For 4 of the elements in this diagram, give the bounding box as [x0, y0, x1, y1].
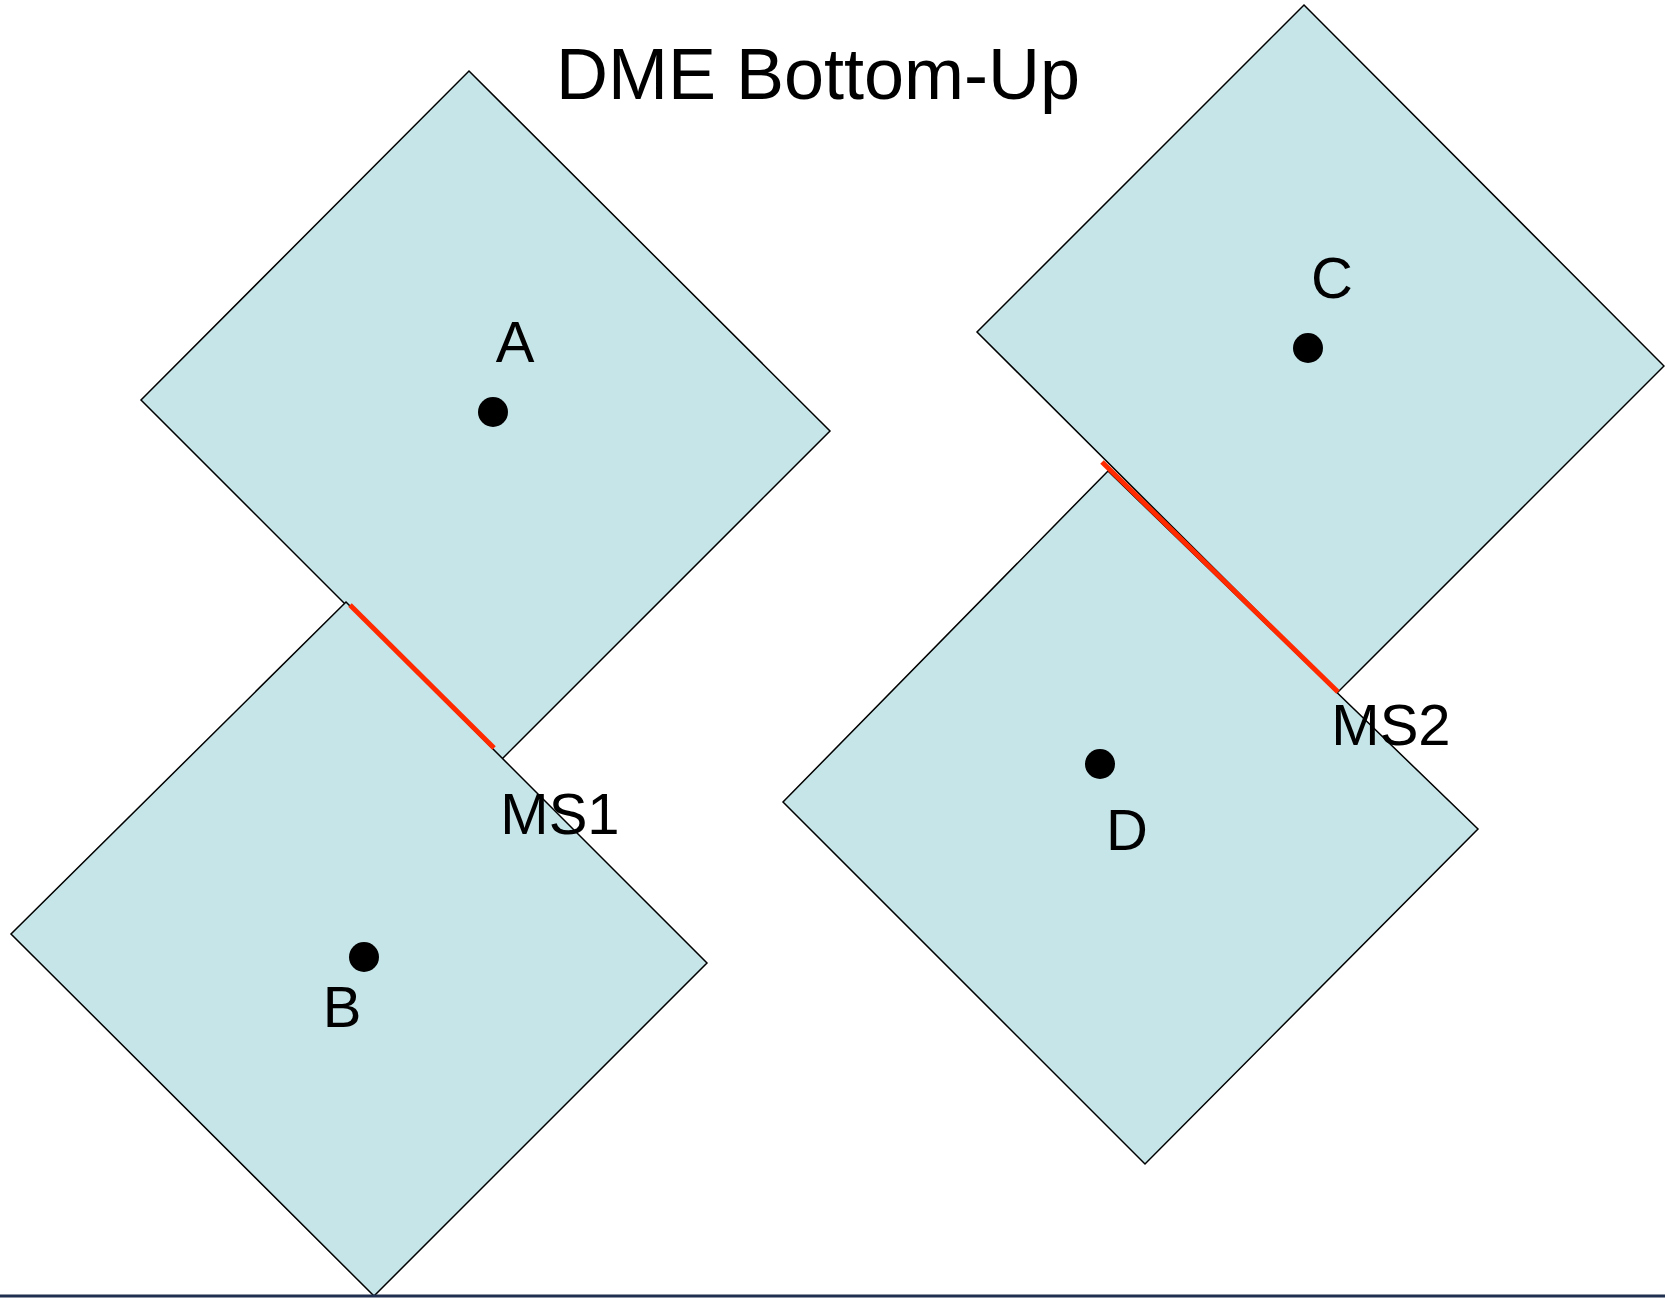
point-label: B: [322, 978, 362, 1036]
point-label: D: [1106, 801, 1148, 859]
point-label: C: [1311, 249, 1353, 307]
point-label: A: [495, 313, 535, 371]
